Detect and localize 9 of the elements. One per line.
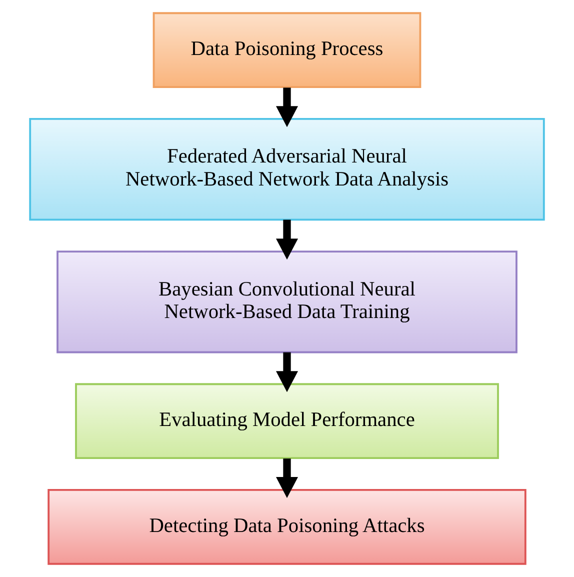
node-box: Federated Adversarial Neural Network-Based Network Data Analysis [29,118,545,221]
arrow [276,352,298,392]
node-box: Evaluating Model Performance [75,383,499,460]
arrow [276,458,298,498]
arrow [276,220,298,260]
arrow [276,88,298,128]
node-box: Bayesian Convolutional Neural Network-Based Data Training [56,250,518,354]
node-box: Data Poisoning Process [152,12,422,88]
node-box: Detecting Data Poisoning Attacks [48,488,526,565]
